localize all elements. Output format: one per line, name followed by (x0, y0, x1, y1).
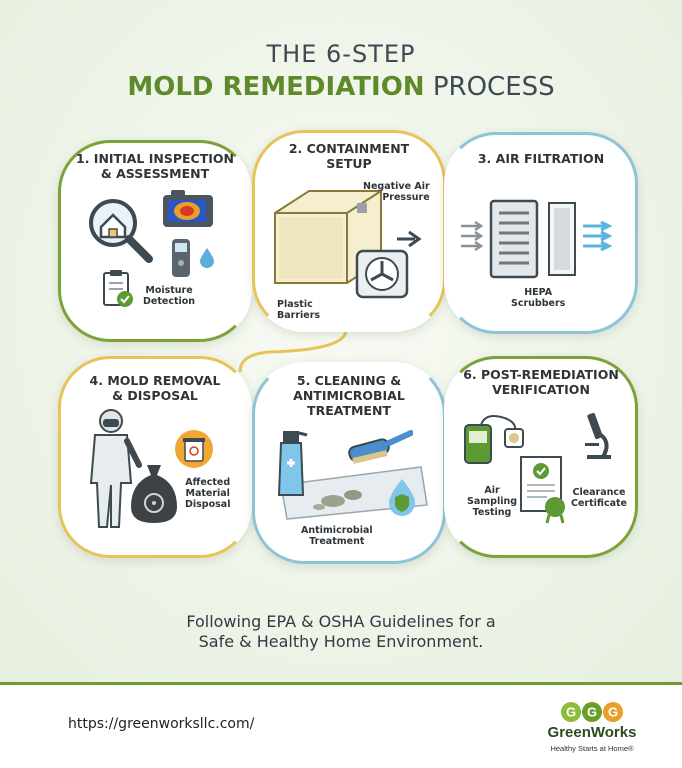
affected-material-disposal-label: Affected Material Disposal (185, 477, 231, 510)
step-5-title: 5. CLEANING & ANTIMICROBIAL TREATMENT (293, 373, 405, 418)
svg-text:G: G (608, 705, 618, 720)
step-1-card: 1. INITIAL INSPECTION & ASSESSMENT (58, 140, 252, 342)
step-4-card: 4. MOLD REMOVAL & DISPOSAL Affected Mate… (58, 356, 252, 558)
clean-air-arrows-icon (583, 221, 613, 251)
logo-tagline: Healthy Starts at Home® (550, 744, 634, 753)
magnifier-house-icon (89, 199, 153, 263)
website-url[interactable]: https://greenworksllc.com/ (68, 716, 255, 732)
step-3-card: 3. AIR FILTRATION HEPA Scrubbers (444, 132, 638, 334)
air-sampler-icon (464, 415, 524, 464)
title-accent: MOLD REMEDIATION (127, 72, 425, 102)
svg-text:G: G (566, 705, 576, 720)
plastic-barriers-label: Plastic Barriers (277, 299, 321, 321)
svg-text:G: G (587, 705, 597, 720)
water-drop-icon (200, 248, 214, 268)
moisture-detection-label: Moisture Detection (143, 285, 196, 307)
title-rest: PROCESS (424, 72, 555, 102)
biohazard-bin-icon (175, 430, 213, 468)
step-6-card: 6. POST-REMEDIATION VERIFICATION Air Sam… (444, 356, 638, 558)
guidelines-note: Following EPA & OSHA Guidelines for a Sa… (186, 612, 496, 651)
step-5-card: 5. CLEANING & ANTIMICROBIAL TREATMENT An… (252, 362, 446, 564)
step-3-title: 3. AIR FILTRATION (477, 151, 605, 166)
step-2-card: 2. CONTAINMENT SETUP Negative Air Pressu… (252, 130, 446, 332)
biohazard-bag-icon (131, 465, 177, 523)
step-2-title: 2. CONTAINMENT SETUP (288, 141, 410, 171)
hazmat-worker-icon (89, 409, 142, 528)
microscope-icon (585, 412, 611, 459)
step-4-title: 4. MOLD REMOVAL & DISPOSAL (89, 373, 221, 403)
greenworks-logo: G G G GreenWorks Healthy Starts at Home® (532, 700, 652, 760)
negative-air-pressure-label: Negative Air Pressure (363, 181, 430, 203)
arrow-out-icon (397, 230, 422, 248)
containment-room-icon (274, 190, 382, 284)
logo-mark-icon: G G G (561, 702, 623, 722)
hepa-scrubbers-label: HEPA Scrubbers (511, 287, 566, 309)
clearance-certificate-icon (520, 456, 565, 524)
spray-bottle-icon (277, 431, 308, 496)
scrub-brush-icon (348, 430, 413, 464)
hepa-filter-icon (548, 202, 576, 276)
logo-name: GreenWorks (547, 724, 637, 741)
antimicrobial-treatment-label: Antimicrobial Treatment (301, 525, 373, 547)
title-line-2: MOLD REMEDIATION PROCESS (0, 72, 682, 102)
step-1-title: 1. INITIAL INSPECTION & ASSESSMENT (76, 151, 234, 181)
footer-divider (0, 682, 682, 685)
thermal-camera-icon (163, 190, 213, 227)
title-line-1: THE 6-STEP (266, 40, 416, 68)
hepa-scrubber-icon (489, 199, 539, 279)
air-sampling-testing-label: Air Sampling Testing (467, 485, 518, 518)
clearance-certificate-label: Clearance Certificate (571, 487, 627, 509)
clipboard-check-icon (103, 270, 133, 307)
shield-drop-icon (389, 479, 415, 516)
step-6-title: 6. POST-REMEDIATION VERIFICATION (463, 367, 619, 397)
moisture-meter-icon (172, 239, 190, 277)
air-in-arrows-icon (461, 221, 484, 251)
infographic-canvas: THE 6-STEP MOLD REMEDIATION PROCESS 1. I… (0, 0, 682, 682)
air-fan-unit-icon (355, 249, 409, 299)
